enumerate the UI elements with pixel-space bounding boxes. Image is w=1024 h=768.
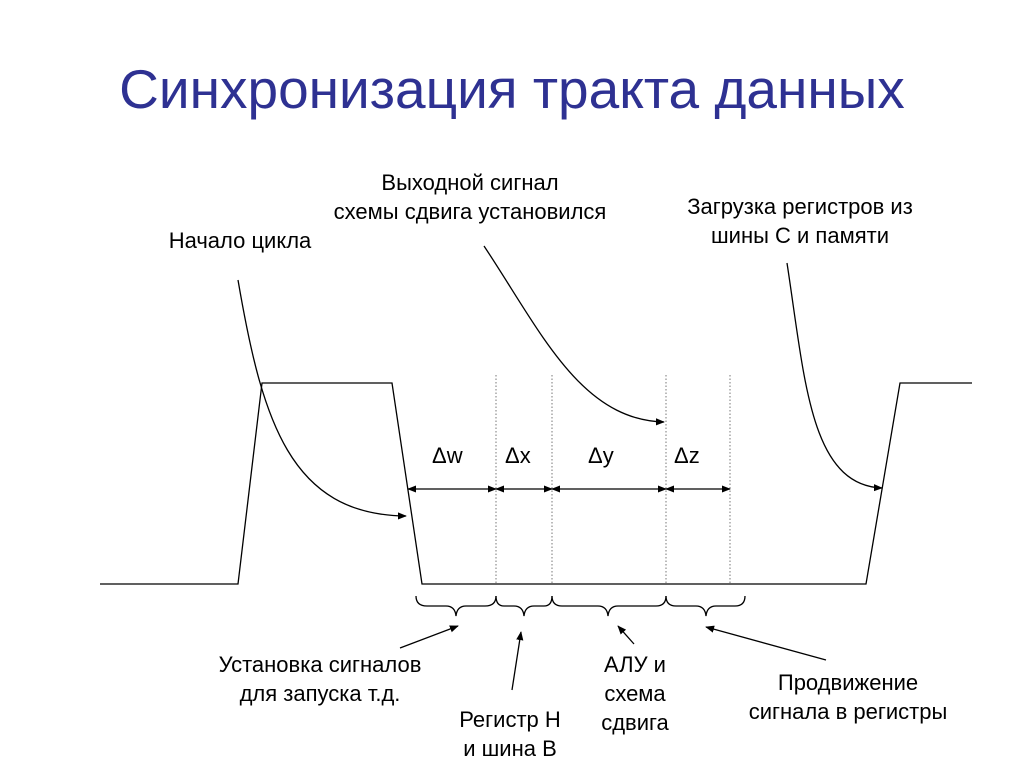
label-shift-output-line2: схемы сдвига установился [333,199,607,224]
label-reg-h-line1: Регистр H [459,707,561,732]
label-propagation: Продвижение сигнала в регистры [718,668,978,726]
label-alu-line1: АЛУ и [604,652,666,677]
label-signal-setup-line2: для запуска т.д. [239,681,401,706]
interval-label-w: Δw [432,443,463,468]
brace-w [415,595,497,617]
callout-cycle-start [237,279,407,520]
label-register-load-line2: шины C и памяти [711,223,889,248]
brace-y [551,595,667,617]
interval-label-z: Δz [674,443,700,468]
label-alu-line2: схема [604,681,666,706]
label-reg-h-line2: и шина B [463,736,557,761]
arrow-reg-h [511,631,524,691]
label-cycle-start-text: Начало цикла [168,228,312,253]
brace-x [495,595,553,617]
label-propagation-line2: сигнала в регистры [748,699,948,724]
arrow-alu [617,625,635,645]
label-register-load-line1: Загрузка регистров из [687,194,913,219]
label-shift-output-line1: Выходной сигнал [381,170,559,195]
label-alu: АЛУ и схема сдвига [555,650,715,737]
label-signal-setup-line1: Установка сигналов [218,652,422,677]
label-signal-setup: Установка сигналов для запуска т.д. [190,650,450,708]
arrow-propagation [705,625,827,661]
label-alu-line3: сдвига [601,710,669,735]
label-reg-h: Регистр H и шина B [410,705,610,763]
arrow-signal-setup [399,625,459,649]
label-cycle-start: Начало цикла [140,226,340,255]
slide-title: Синхронизация тракта данных [119,58,905,120]
label-propagation-line1: Продвижение [777,670,919,695]
brace-z [665,595,746,617]
callout-shift-output [483,245,665,426]
label-shift-output: Выходной сигнал схемы сдвига установился [300,168,640,226]
clock-waveform [100,382,972,585]
callout-register-load [786,262,883,492]
interval-label-x: Δx [505,443,531,468]
interval-label-y: Δy [588,443,614,468]
label-register-load: Загрузка регистров из шины C и памяти [650,192,950,250]
